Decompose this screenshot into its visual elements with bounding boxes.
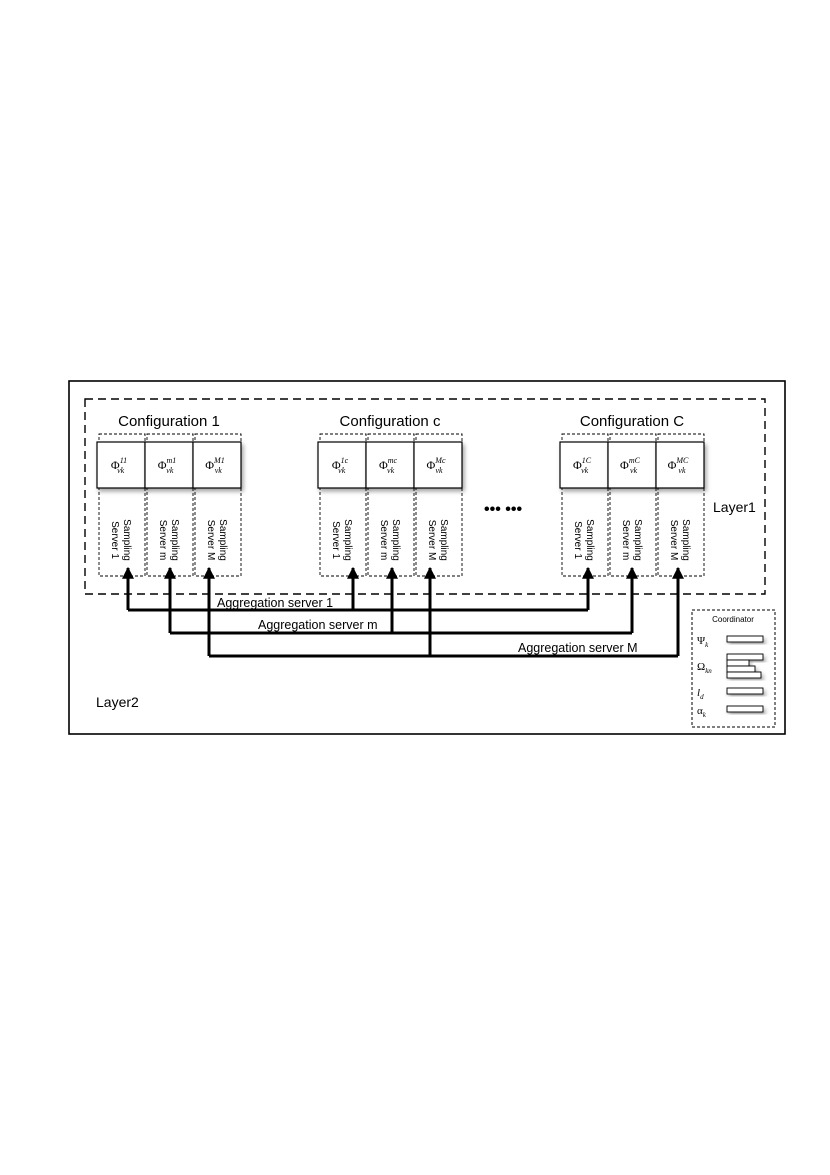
sampling-label-line1: Sampling (217, 519, 228, 561)
model-cell (96, 441, 146, 489)
sampling-label-line2: Server 1 (109, 521, 120, 559)
sampling-label-line2: Server 1 (572, 521, 583, 559)
model-cell (559, 441, 609, 489)
layer2-frame (68, 380, 786, 735)
model-cell (144, 441, 194, 489)
coordinator-bar (726, 635, 764, 643)
aggregation-servers: Aggregation server 1 Aggregation server m… (122, 566, 684, 658)
coordinator-item: Ωkn (697, 653, 764, 679)
sampling-label-line1: Sampling (680, 519, 691, 561)
model-cell (365, 441, 415, 489)
sampling-label-line1: Sampling (121, 519, 132, 561)
aggregation-server-line: Aggregation server m (164, 566, 638, 635)
coordinator-symbol: Ψk (697, 635, 709, 649)
sampling-label-line2: Server m (620, 520, 631, 561)
sampling-label-line1: Sampling (584, 519, 595, 561)
coordinator-symbol: αk (697, 705, 707, 719)
model-cell (655, 441, 705, 489)
model-cell (413, 441, 463, 489)
coordinator-item: Ψk (697, 635, 764, 649)
configuration-ellipsis: ••• ••• (484, 501, 522, 518)
sampling-label-line2: Server m (157, 520, 168, 561)
coordinator-bar (726, 687, 764, 695)
configuration-title: Configuration C (580, 413, 684, 430)
layer1-boundary (84, 398, 766, 595)
sampling-label-line1: Sampling (342, 519, 353, 561)
sampling-server-column (194, 433, 242, 577)
sampling-label-line2: Server M (668, 520, 679, 561)
configuration-title: Configuration 1 (118, 413, 220, 430)
coordinator-item: ld (697, 687, 764, 701)
coordinator-bar (726, 665, 756, 673)
coordinator-box (691, 609, 776, 728)
sampling-label-line1: Sampling (390, 519, 401, 561)
aggregation-server-line: Aggregation server 1 (122, 566, 594, 612)
model-cell (317, 441, 367, 489)
aggregation-label: Aggregation server M (518, 641, 638, 655)
model-cell (607, 441, 657, 489)
sampling-label-line2: Server 1 (330, 521, 341, 559)
aggregation-server-line: Aggregation server M (203, 566, 684, 658)
coordinator-bar (726, 671, 762, 679)
model-cell (192, 441, 242, 489)
sampling-label-line1: Sampling (632, 519, 643, 561)
sampling-label-line1: Sampling (169, 519, 180, 561)
sampling-server-column (415, 433, 463, 577)
coordinator-item: αk (697, 705, 764, 719)
coordinator-bar (726, 705, 764, 713)
coordinator-symbol: ld (697, 687, 704, 701)
sampling-label-line2: Server M (426, 520, 437, 561)
aggregation-label: Aggregation server m (258, 618, 378, 632)
coordinator-symbol: Ωkn (697, 661, 712, 675)
layer2-label: Layer2 (96, 694, 139, 710)
configuration-title: Configuration c (340, 413, 441, 430)
layer1-label: Layer1 (713, 499, 756, 515)
coordinator-bar (726, 653, 764, 661)
coordinator-bar (726, 659, 750, 667)
sampling-label-line2: Server m (378, 520, 389, 561)
coordinator-title: Coordinator (712, 615, 754, 624)
sampling-label-line1: Sampling (438, 519, 449, 561)
sampling-server-column (319, 433, 367, 577)
aggregation-label: Aggregation server 1 (217, 596, 333, 610)
sampling-label-line2: Server M (205, 520, 216, 561)
